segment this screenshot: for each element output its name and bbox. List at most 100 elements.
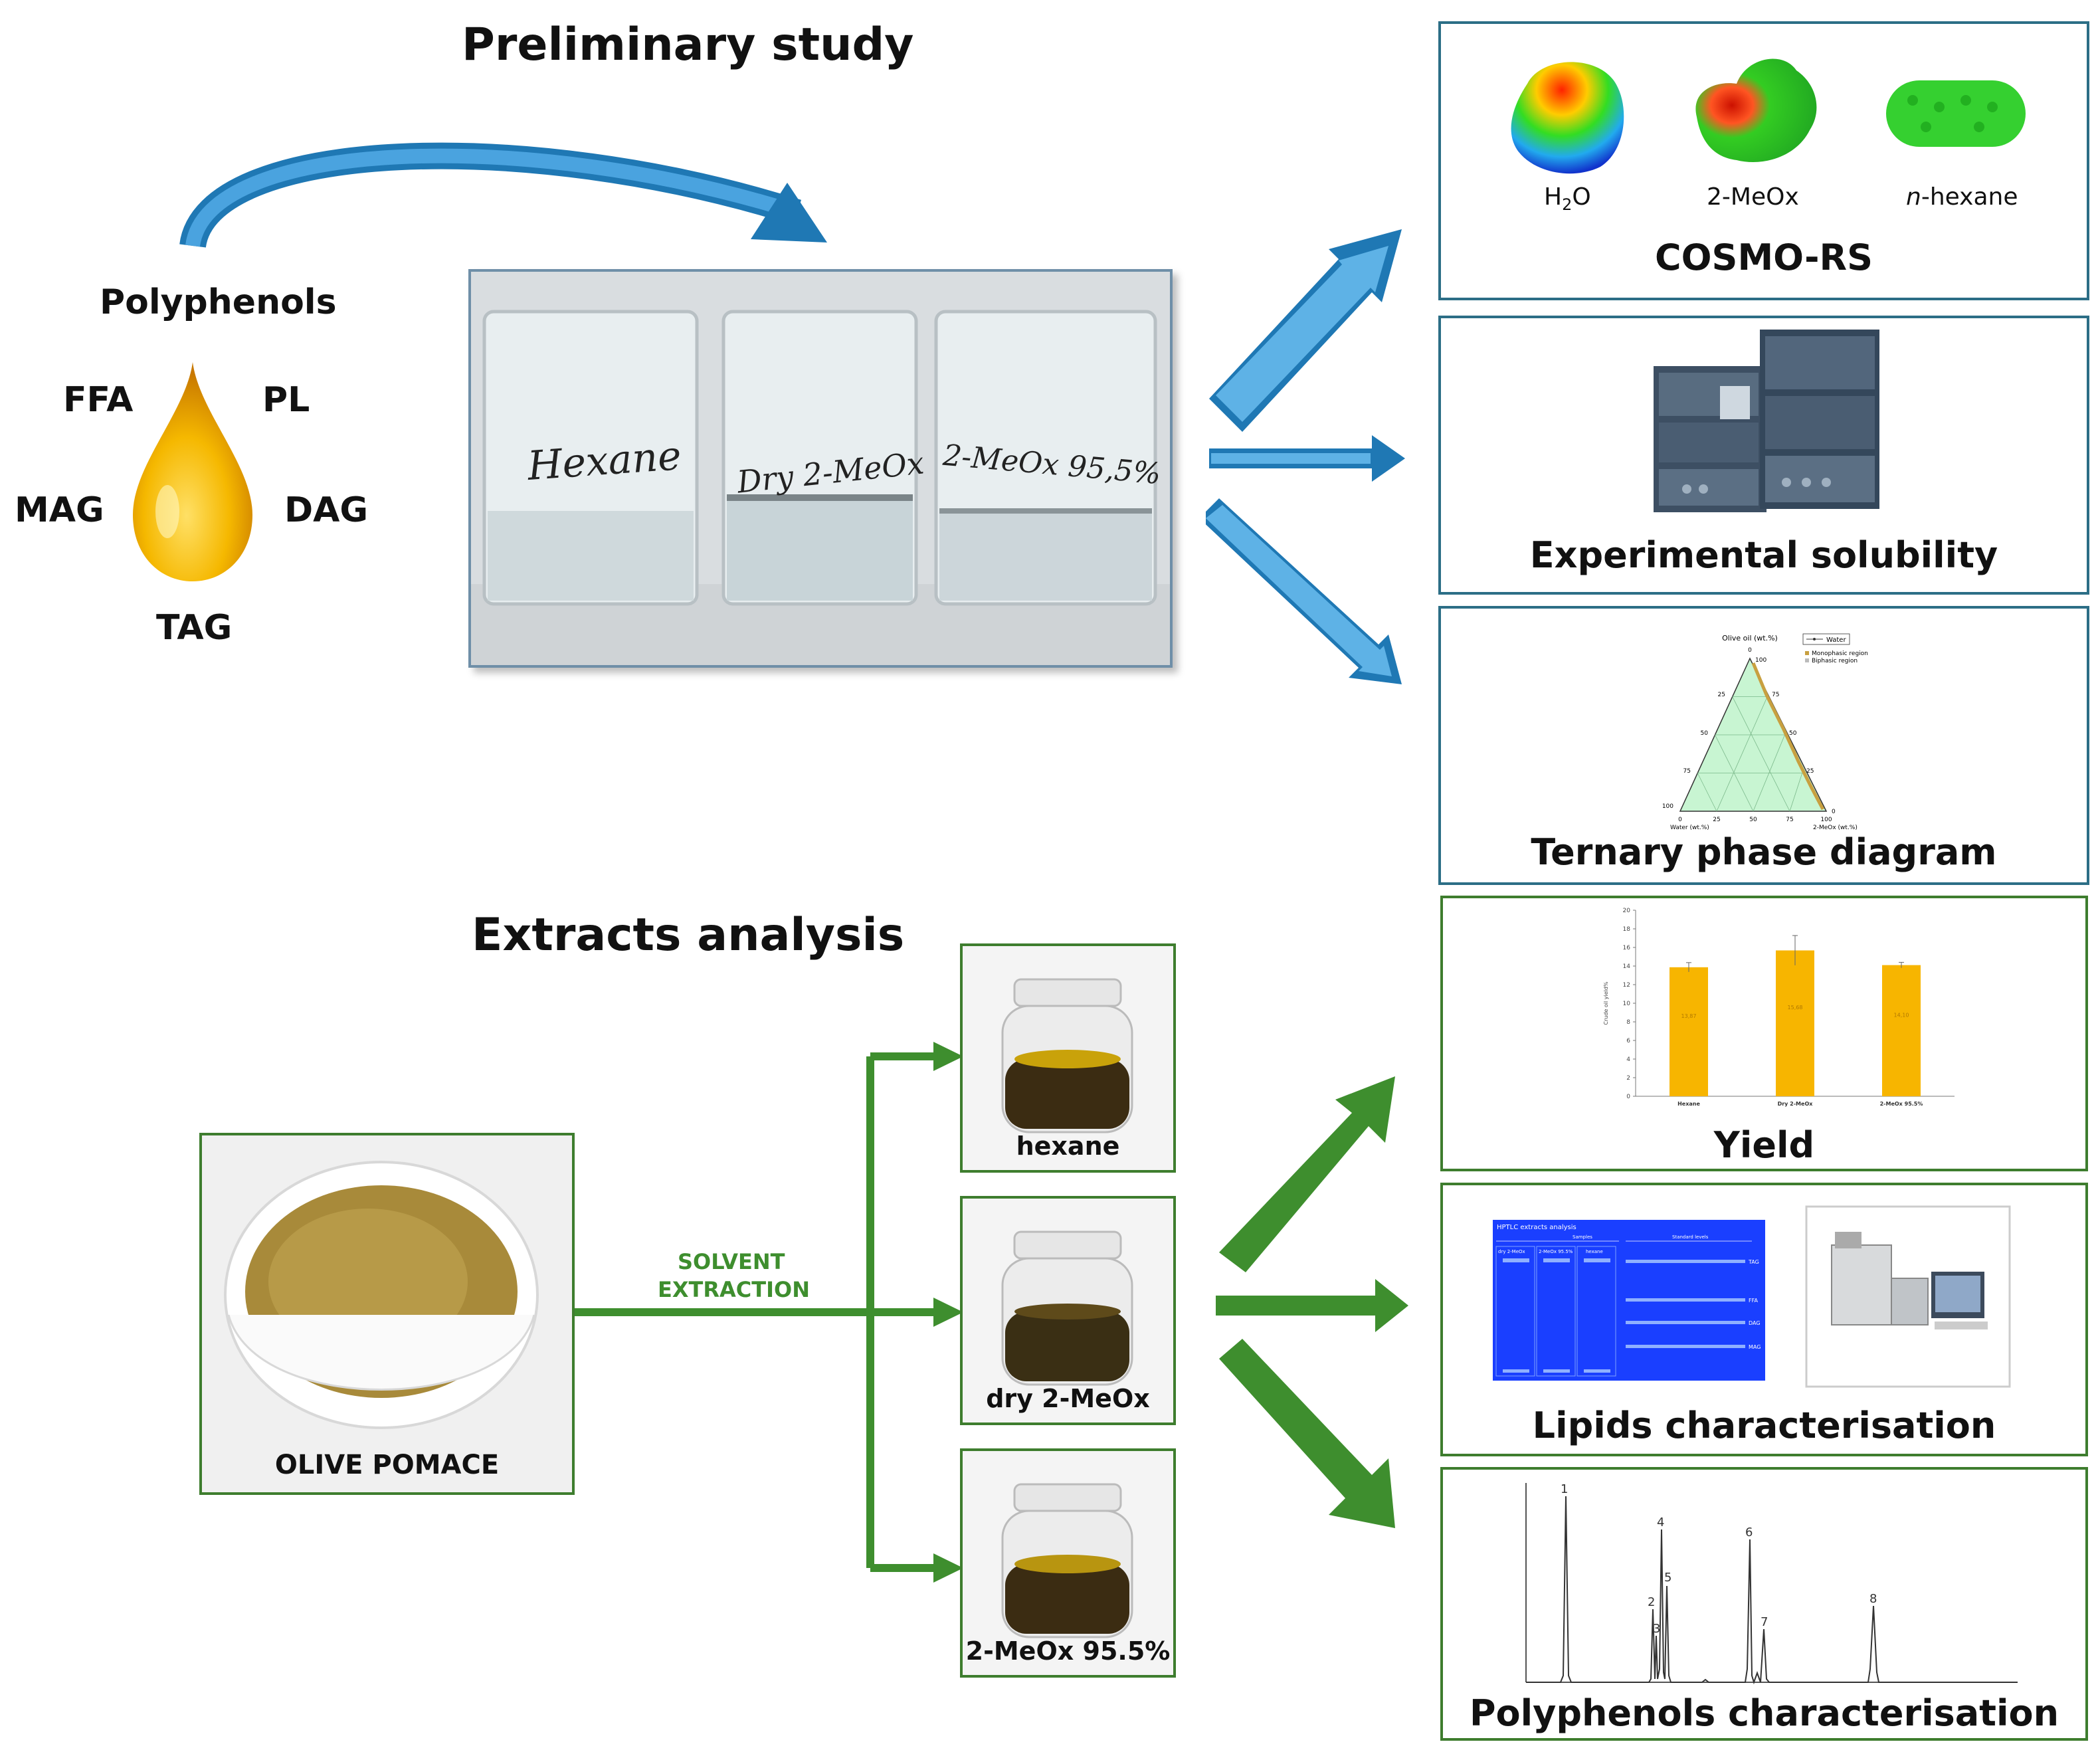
jar-dry-2meox-label: dry 2-MeOx	[986, 1384, 1150, 1413]
preliminary-study-title: Preliminary study	[462, 19, 914, 71]
y-tick-label: 10	[1623, 1001, 1631, 1007]
solvent-label: SOLVENT	[678, 1249, 785, 1274]
svg-text:HPTLC extracts analysis: HPTLC extracts analysis	[1497, 1224, 1576, 1231]
polyphenols-label: Polyphenols	[100, 282, 337, 322]
svg-text:Biphasic region: Biphasic region	[1812, 658, 1858, 664]
svg-text:50: 50	[1701, 730, 1709, 737]
hexane-label: n-hexane	[1906, 183, 2018, 211]
svg-text:100: 100	[1755, 657, 1766, 664]
svg-text:Water: Water	[1826, 636, 1846, 644]
y-axis-label: Crude oil yield%	[1603, 981, 1609, 1025]
svg-text:Samples: Samples	[1573, 1234, 1592, 1240]
polyphenols-characterisation-title: Polyphenols characterisation	[1469, 1692, 2059, 1734]
polyphenols-chromatogram: 1 2 3 4 5 6 7 8	[1525, 1482, 2018, 1685]
bar	[1670, 967, 1708, 1096]
svg-text:0: 0	[1678, 817, 1682, 823]
2meox-molecule-surface-icon	[1695, 58, 1817, 162]
category-label: Hexane	[1677, 1101, 1700, 1107]
jar-2meox-955-photo: 2-MeOx 95.5%	[960, 1448, 1176, 1678]
y-tick-label: 4	[1626, 1056, 1630, 1063]
yield-title: Yield	[1713, 1124, 1815, 1166]
y-tick-label: 8	[1626, 1019, 1630, 1026]
h2o-label: H2O	[1544, 183, 1591, 215]
jar-dry-2meox-photo: dry 2-MeOx	[960, 1196, 1176, 1425]
svg-text:50: 50	[1789, 730, 1797, 737]
category-label: 2-MeOx 95.5%	[1880, 1101, 1923, 1107]
svg-text:TAG: TAG	[1748, 1259, 1759, 1265]
jar-hexane-label: hexane	[1016, 1131, 1120, 1161]
y-tick-label: 20	[1623, 908, 1631, 914]
hptlc-plate: HPTLC extracts analysis Samples Standard…	[1493, 1220, 1765, 1381]
bar	[1776, 950, 1814, 1096]
svg-text:25: 25	[1718, 692, 1725, 698]
water-molecule-surface-icon	[1511, 62, 1624, 174]
polyphenols-characterisation-panel: 1 2 3 4 5 6 7 8 Polyphenols characterisa…	[1440, 1467, 2088, 1741]
y-tick-label: 12	[1623, 982, 1630, 989]
y-tick-label: 0	[1626, 1094, 1630, 1100]
lipids-characterisation-panel: HPTLC extracts analysis Samples Standard…	[1440, 1183, 2088, 1456]
svg-text:100: 100	[1662, 803, 1673, 810]
olive-pomace-photo: OLIVE POMACE	[199, 1133, 575, 1495]
y-tick-label: 16	[1623, 945, 1631, 951]
svg-text:2-MeOx (wt.%): 2-MeOx (wt.%)	[1813, 825, 1858, 831]
svg-text:DAG: DAG	[1749, 1320, 1761, 1326]
extracts-analysis-title: Extracts analysis	[472, 909, 905, 961]
svg-text:25: 25	[1806, 768, 1814, 775]
lipids-characterisation-title: Lipids characterisation	[1532, 1405, 1996, 1446]
data-label: 13,87	[1681, 1013, 1697, 1019]
svg-text:75: 75	[1772, 692, 1779, 698]
extraction-label: EXTRACTION	[658, 1277, 810, 1302]
curved-arrow-icon	[179, 142, 827, 248]
experimental-solubility-panel: Experimental solubility	[1438, 316, 2089, 595]
svg-text:75: 75	[1786, 817, 1793, 823]
svg-text:hexane: hexane	[1586, 1249, 1603, 1254]
svg-text:2-MeOx 95.5%: 2-MeOx 95.5%	[1539, 1249, 1573, 1254]
2meox-label: 2-MeOx	[1707, 183, 1799, 211]
svg-text:2: 2	[1648, 1595, 1655, 1609]
svg-text:8: 8	[1869, 1592, 1877, 1606]
beakers-photo: Hexane Dry 2-MeOx 2-MeOx 95,5%	[468, 269, 1173, 668]
cosmo-rs-panel: H2O 2-MeOx n-hexane COSMO-RS	[1438, 21, 2089, 300]
svg-text:75: 75	[1683, 768, 1691, 775]
svg-text:FFA: FFA	[1749, 1298, 1758, 1304]
oil-drop-icon	[133, 362, 252, 581]
hexane-molecule-surface-icon	[1886, 80, 2026, 147]
svg-text:100: 100	[1820, 817, 1832, 823]
dag-label: DAG	[284, 490, 369, 530]
y-tick-label: 18	[1623, 926, 1631, 933]
svg-text:Water (wt.%): Water (wt.%)	[1670, 825, 1709, 831]
svg-text:6: 6	[1745, 1525, 1753, 1539]
ternary-diagram: Olive oil (wt.%) 0 100 25 50 75 100 75 5…	[1662, 633, 1868, 831]
olive-pomace-label: OLIVE POMACE	[274, 1450, 500, 1480]
experimental-solubility-title: Experimental solubility	[1529, 534, 1998, 576]
svg-text:50: 50	[1749, 817, 1757, 823]
bar	[1882, 965, 1921, 1096]
jar-2meox-955-label: 2-MeOx 95.5%	[965, 1636, 1171, 1666]
svg-text:Standard levels: Standard levels	[1672, 1234, 1709, 1240]
svg-text:7: 7	[1761, 1615, 1768, 1629]
tag-label: TAG	[156, 608, 233, 648]
svg-text:dry 2-MeOx: dry 2-MeOx	[1498, 1249, 1525, 1254]
ternary-phase-diagram-panel: Olive oil (wt.%) 0 100 25 50 75 100 75 5…	[1438, 606, 2089, 885]
pl-label: PL	[262, 380, 310, 420]
svg-text:Monophasic region: Monophasic region	[1812, 650, 1868, 657]
svg-text:3: 3	[1653, 1622, 1660, 1636]
svg-text:MAG: MAG	[1749, 1344, 1761, 1350]
data-label: 14,10	[1894, 1012, 1909, 1018]
mag-label: MAG	[15, 490, 104, 530]
svg-text:5: 5	[1664, 1571, 1671, 1585]
svg-text:4: 4	[1657, 1516, 1664, 1529]
hplc-instrument-icon	[1654, 330, 1879, 512]
svg-text:0: 0	[1748, 647, 1752, 654]
blue-arrows-icon	[1206, 229, 1405, 684]
y-tick-label: 2	[1626, 1075, 1630, 1082]
ffa-label: FFA	[63, 380, 134, 420]
svg-text:25: 25	[1713, 817, 1720, 823]
y-tick-label: 6	[1626, 1038, 1630, 1044]
ternary-phase-diagram-title: Ternary phase diagram	[1531, 831, 1997, 873]
y-tick-label: 14	[1623, 963, 1631, 970]
svg-text:0: 0	[1832, 809, 1836, 815]
data-label: 15,68	[1788, 1005, 1803, 1011]
